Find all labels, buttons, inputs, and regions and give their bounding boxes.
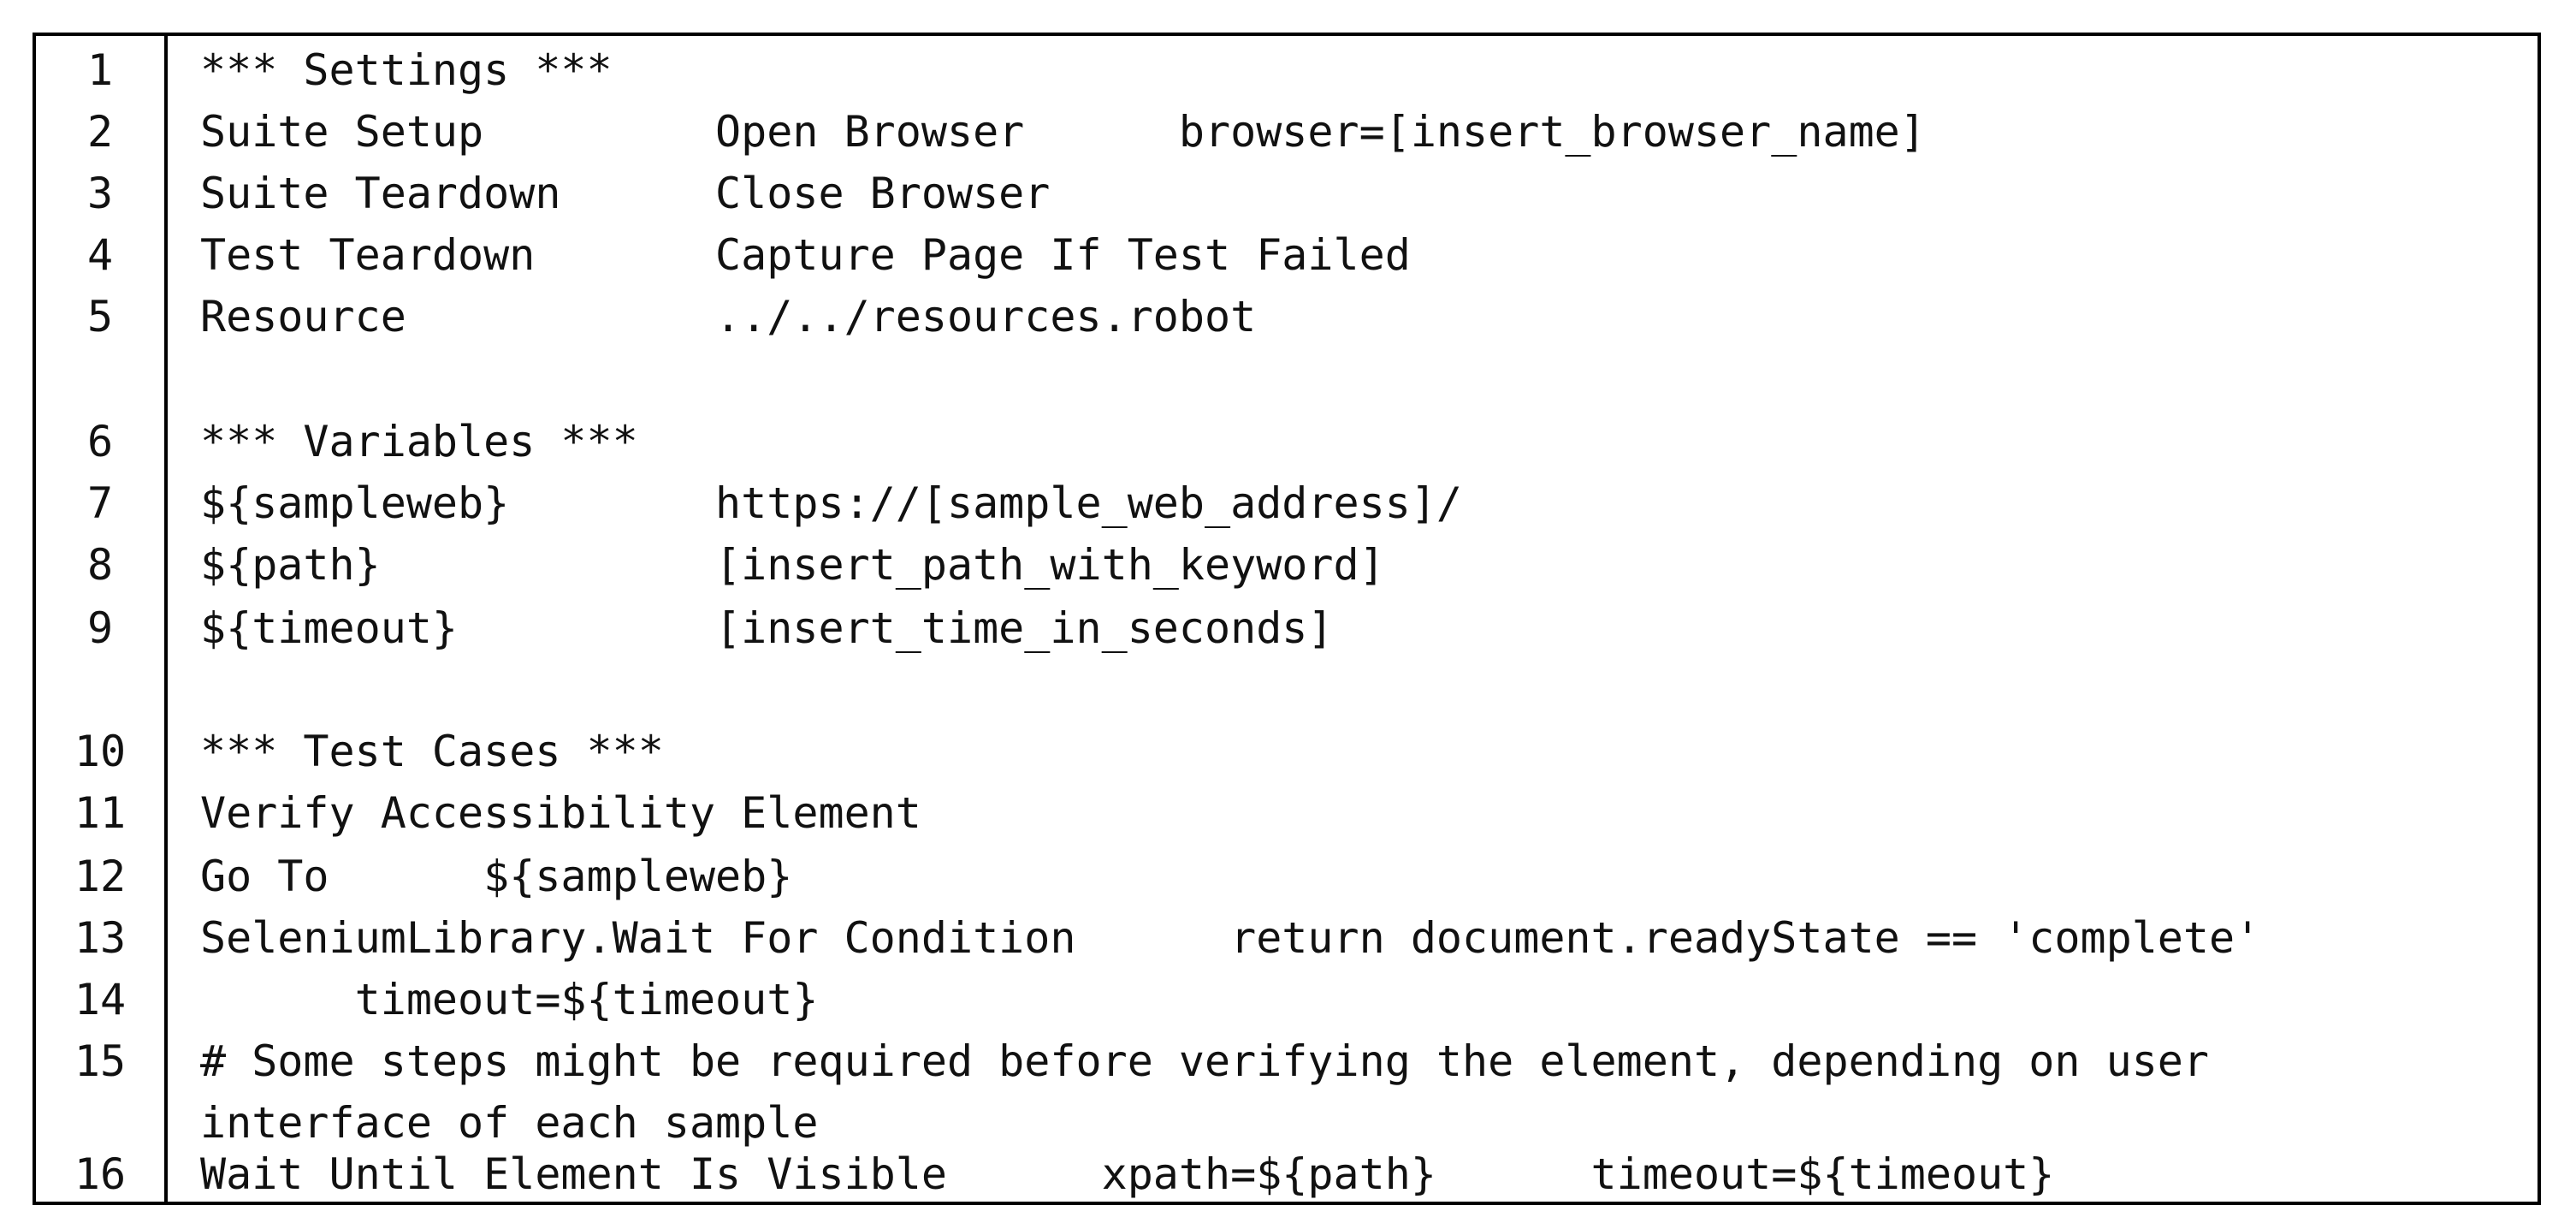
- code-line-1: 1 *** Settings ***: [36, 39, 2538, 101]
- line-number: 1: [86, 45, 114, 95]
- line-text: ${timeout} [insert_time_in_seconds]: [200, 603, 1334, 653]
- line-text: ${sampleweb} https://[sample_web_address…: [200, 478, 1463, 528]
- code-line-2: 2 Suite Setup Open Browser browser=[inse…: [36, 101, 2538, 163]
- code-line-5: 5 Resource ../../resources.robot: [36, 286, 2538, 347]
- line-text: Verify Accessibility Element: [200, 788, 921, 838]
- code-line-13: 13 SeleniumLibrary.Wait For Condition re…: [36, 907, 2538, 969]
- line-text: Suite Setup Open Browser browser=[insert…: [200, 107, 1926, 157]
- line-number: 8: [86, 540, 114, 590]
- line-number: 13: [74, 913, 127, 963]
- line-number: 16: [74, 1149, 127, 1199]
- code-line-4: 4 Test Teardown Capture Page If Test Fai…: [36, 224, 2538, 286]
- line-number: 2: [86, 107, 114, 157]
- code-line-8: 8 ${path} [insert_path_with_keyword]: [36, 534, 2538, 596]
- line-number: 6: [86, 417, 114, 466]
- line-text: *** Settings ***: [200, 45, 613, 95]
- code-line-10: 10 *** Test Cases ***: [36, 721, 2538, 782]
- code-line-6: 6 *** Variables ***: [36, 411, 2538, 472]
- line-text: Wait Until Element Is Visible xpath=${pa…: [200, 1149, 2055, 1199]
- code-listing: 1 *** Settings *** 2 Suite Setup Open Br…: [33, 33, 2541, 1205]
- line-number: 10: [74, 727, 127, 776]
- line-text: ${path} [insert_path_with_keyword]: [200, 540, 1385, 590]
- line-text: Test Teardown Capture Page If Test Faile…: [200, 230, 1411, 280]
- code-line-9: 9 ${timeout} [insert_time_in_seconds]: [36, 597, 2538, 659]
- code-line-3: 3 Suite Teardown Close Browser: [36, 163, 2538, 224]
- code-line-11: 11 Verify Accessibility Element: [36, 782, 2538, 844]
- line-number: 3: [86, 169, 114, 218]
- line-text: Go To ${sampleweb}: [200, 852, 793, 901]
- line-text: SeleniumLibrary.Wait For Condition retur…: [200, 913, 2261, 963]
- line-text: timeout=${timeout}: [200, 975, 819, 1024]
- line-number: 5: [86, 292, 114, 341]
- line-number: 15: [74, 1036, 127, 1086]
- line-text: Resource ../../resources.robot: [200, 292, 1257, 341]
- line-text: *** Test Cases ***: [200, 727, 664, 776]
- line-text: *** Variables ***: [200, 417, 638, 466]
- code-line-16: 16 Wait Until Element Is Visible xpath=$…: [36, 1143, 2538, 1205]
- line-number: 4: [86, 230, 114, 280]
- line-number: 11: [74, 788, 127, 838]
- line-text: # Some steps might be required before ve…: [200, 1036, 2209, 1148]
- line-number: 7: [86, 478, 114, 528]
- code-line-12: 12 Go To ${sampleweb}: [36, 846, 2538, 907]
- line-text: Suite Teardown Close Browser: [200, 169, 1051, 218]
- line-number: 14: [74, 975, 127, 1024]
- line-number: 12: [74, 852, 127, 901]
- line-number-divider: [164, 36, 168, 1202]
- code-line-14: 14 timeout=${timeout}: [36, 969, 2538, 1030]
- code-line-7: 7 ${sampleweb} https://[sample_web_addre…: [36, 472, 2538, 534]
- code-line-15: 15 # Some steps might be required before…: [36, 1030, 2538, 1154]
- line-number: 9: [86, 603, 114, 653]
